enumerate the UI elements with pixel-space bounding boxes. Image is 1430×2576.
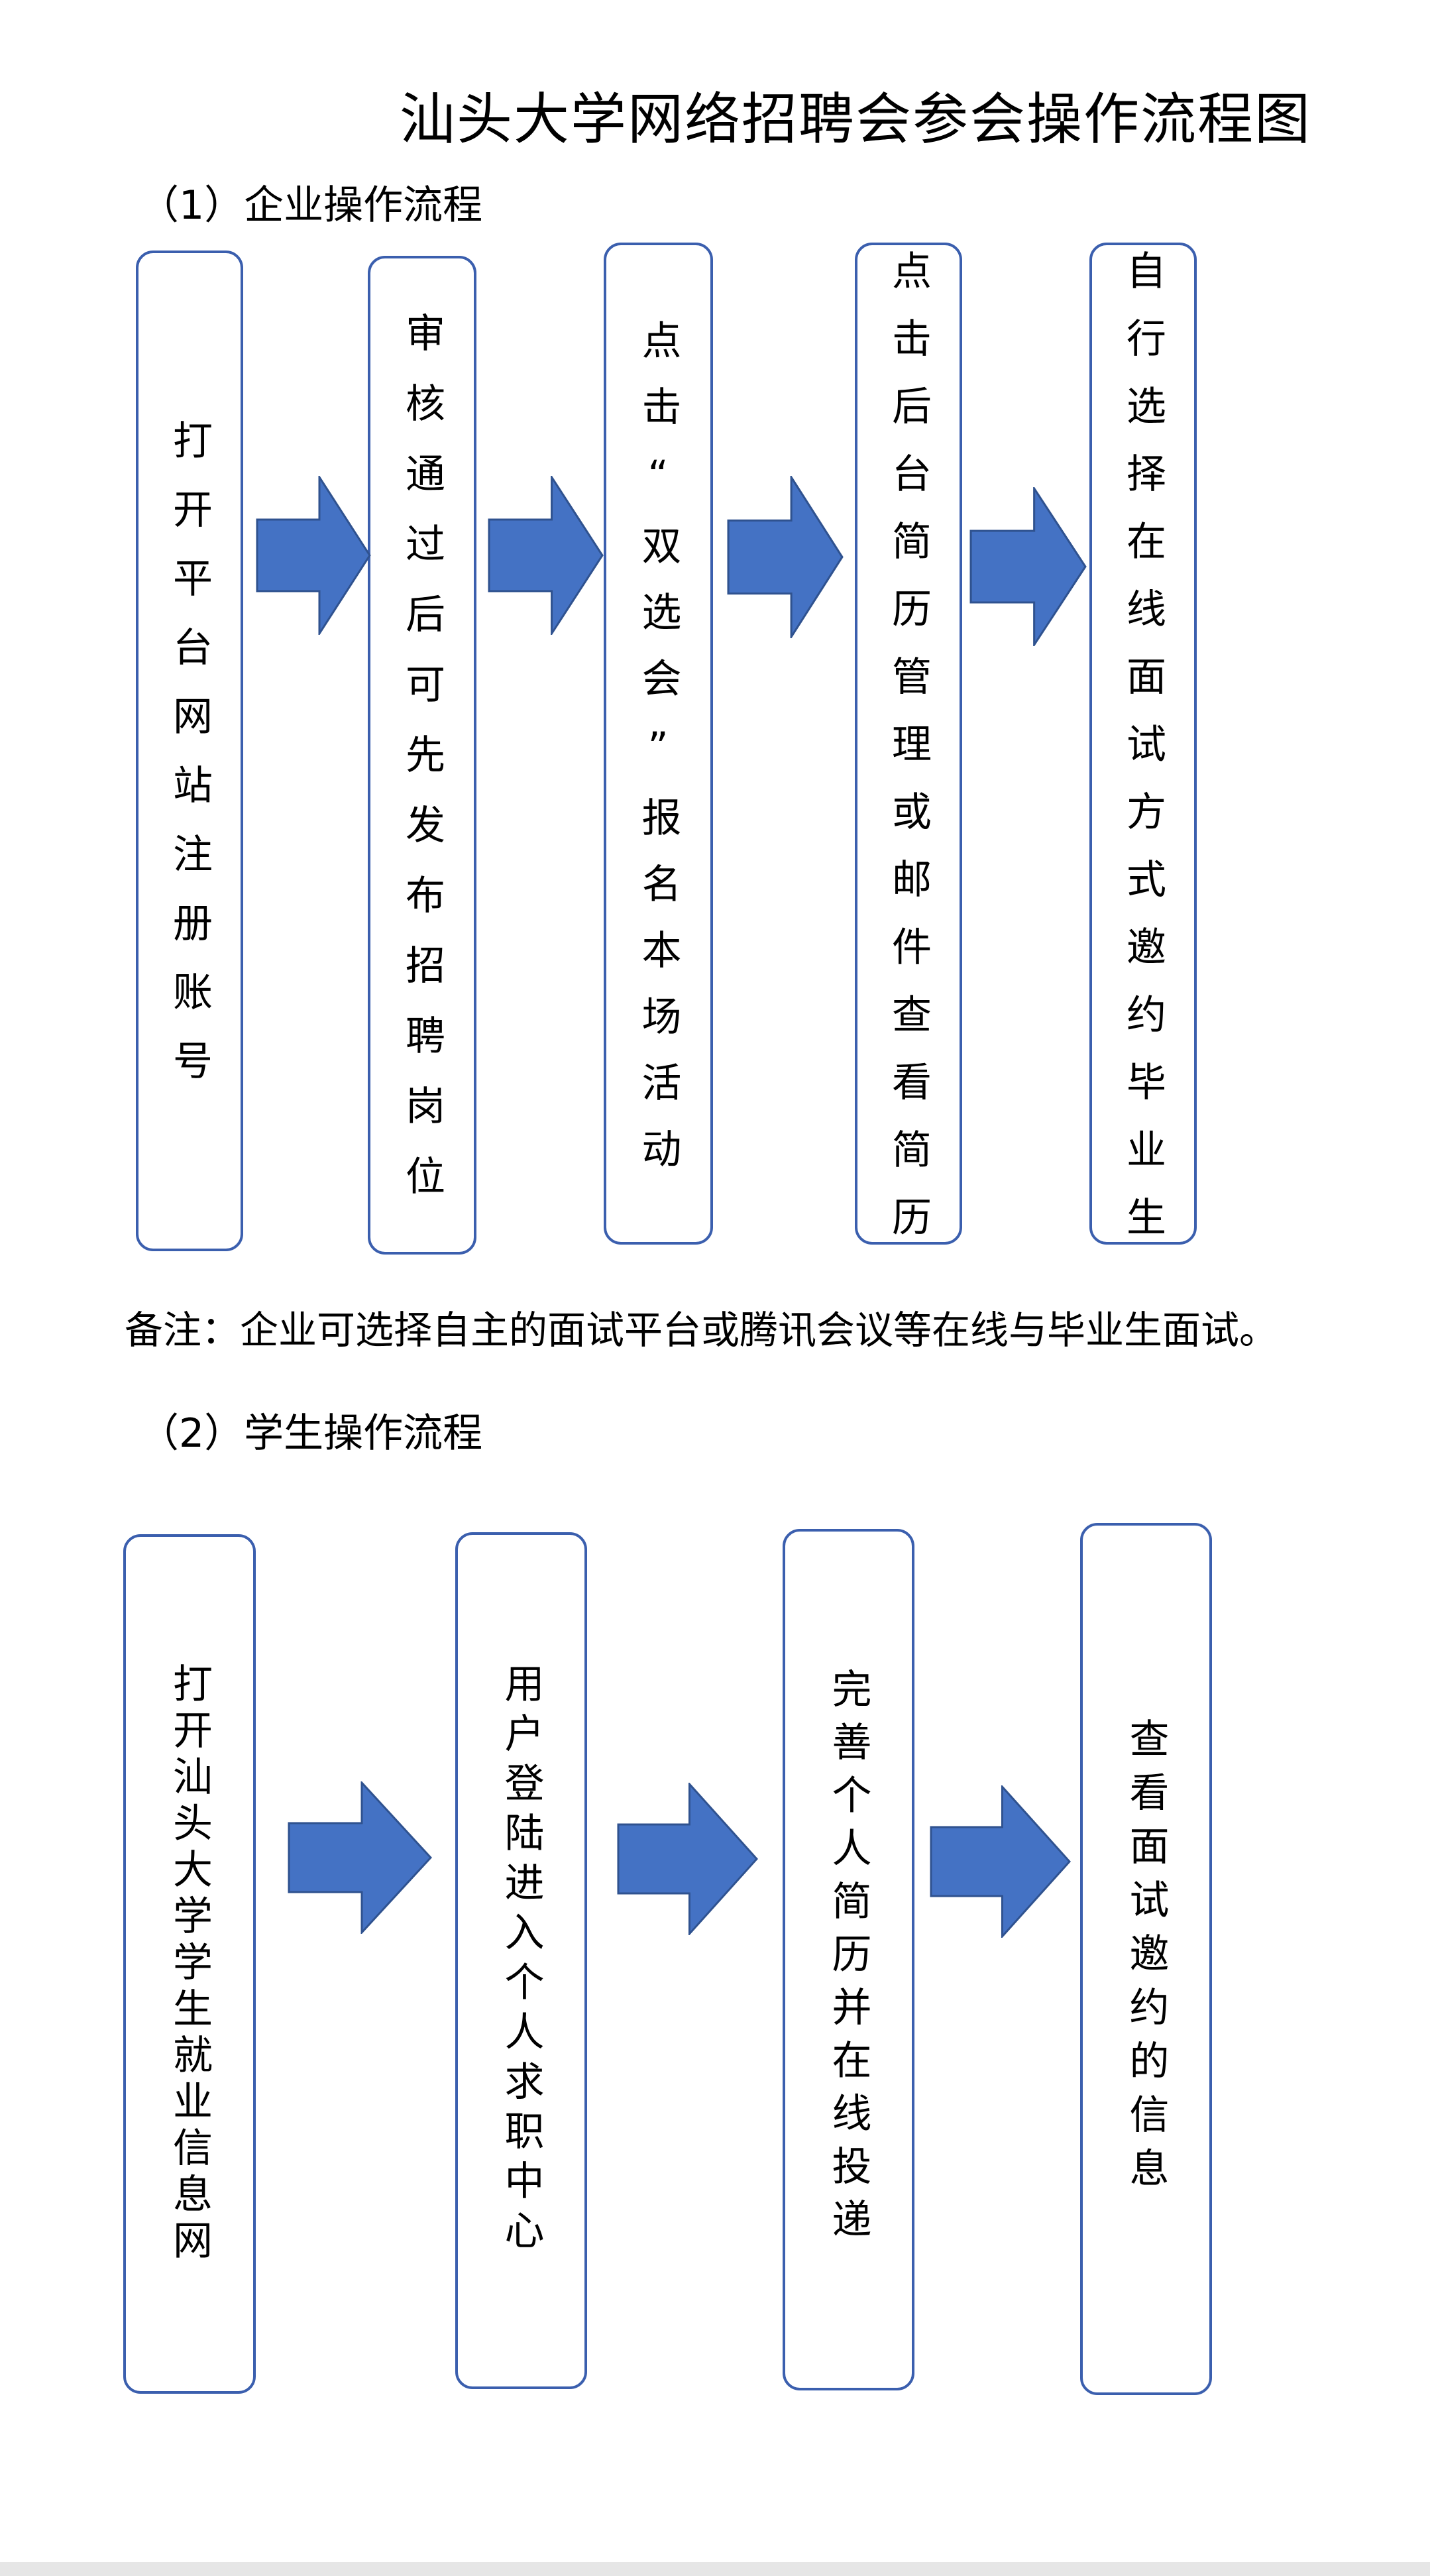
- step-text: 点击“双选会”报名本场活动: [635, 319, 681, 1194]
- step-text: 打开平台网站注册账号: [166, 420, 213, 1109]
- step-text: 点击后台简历管理或邮件查看简历: [885, 250, 932, 1264]
- right-arrow-icon: [969, 487, 1087, 646]
- note-text: 备注：企业可选择自主的面试平台或腾讯会议等在线与毕业生面试。: [125, 1308, 1278, 1353]
- student-step-4: 查看面试邀约的信息: [1080, 1523, 1212, 2395]
- right-arrow-icon: [256, 476, 371, 635]
- step-text: 审核通过后可先发布招聘岗位: [398, 311, 445, 1225]
- page-title: 汕头大学网络招聘会参会操作流程图: [400, 87, 1312, 152]
- enterprise-step-2: 审核通过后可先发布招聘岗位: [368, 256, 476, 1255]
- enterprise-section-heading: （1）企业操作流程: [139, 182, 483, 229]
- enterprise-step-4: 点击后台简历管理或邮件查看简历: [855, 243, 962, 1264]
- step-text: 打开汕头大学学生就业信息网: [166, 1662, 213, 2266]
- step-text: 用户登陆进入个人求职中心: [498, 1662, 544, 2259]
- bottom-divider: [0, 2562, 1430, 2576]
- right-arrow-icon: [288, 1781, 432, 1934]
- student-step-2: 用户登陆进入个人求职中心: [455, 1532, 587, 2389]
- student-section-heading: （2）学生操作流程: [139, 1410, 483, 1457]
- student-step-1: 打开汕头大学学生就业信息网: [123, 1534, 256, 2394]
- right-arrow-icon: [727, 476, 844, 638]
- enterprise-step-1: 打开平台网站注册账号: [136, 251, 243, 1251]
- student-step-3: 完善个人简历并在线投递: [783, 1529, 914, 2390]
- right-arrow-icon: [930, 1785, 1071, 1938]
- step-text: 完善个人简历并在线投递: [825, 1668, 871, 2251]
- enterprise-step-3: 点击“双选会”报名本场活动: [604, 243, 713, 1245]
- right-arrow-icon: [617, 1783, 758, 1935]
- right-arrow-icon: [488, 476, 604, 635]
- step-text: 查看面试邀约的信息: [1123, 1717, 1169, 2201]
- enterprise-step-5: 自行选择在线面试方式邀约毕业生: [1089, 243, 1197, 1264]
- step-text: 自行选择在线面试方式邀约毕业生: [1119, 250, 1166, 1264]
